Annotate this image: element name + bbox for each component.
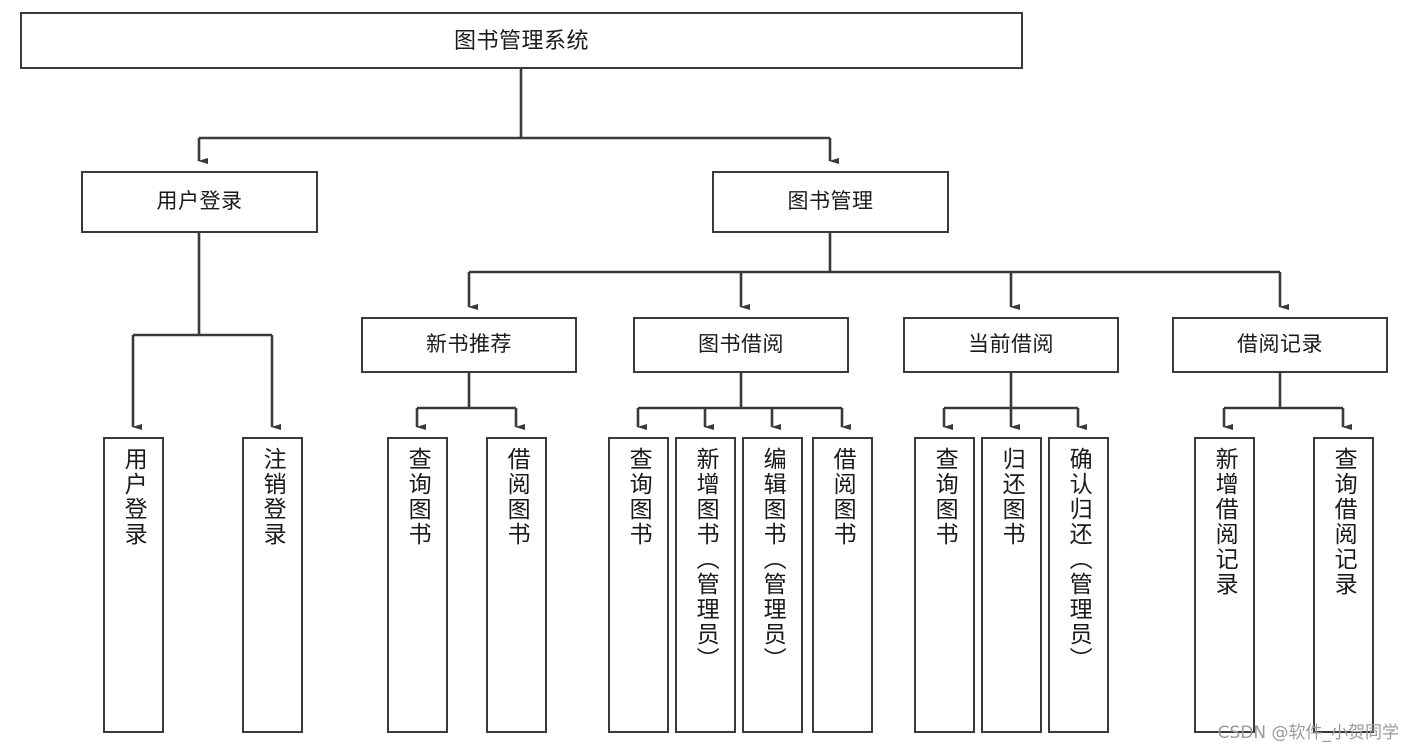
node-leaf-query-book-3-label: 查询图书 (932, 447, 959, 547)
node-leaf-query-book-2-label: 查询图书 (626, 447, 653, 547)
node-leaf-add-record-label: 新增借阅记录 (1212, 447, 1239, 597)
node-leaf-edit-book-label: 编辑图书（管理员） (760, 447, 787, 672)
node-book-manage[interactable]: 图书管理 (712, 171, 949, 233)
node-leaf-query-record[interactable]: 查询借阅记录 (1313, 437, 1374, 733)
node-leaf-user-login-label: 用户登录 (121, 447, 148, 547)
node-leaf-edit-book[interactable]: 编辑图书（管理员） (742, 437, 803, 733)
node-leaf-borrow-book-2-label: 借阅图书 (830, 447, 857, 547)
node-leaf-query-book-1-label: 查询图书 (405, 447, 432, 547)
node-leaf-query-book-2[interactable]: 查询图书 (608, 437, 669, 733)
node-borrow-record[interactable]: 借阅记录 (1172, 317, 1388, 373)
node-leaf-borrow-book-1[interactable]: 借阅图书 (486, 437, 547, 733)
node-new-book-rec[interactable]: 新书推荐 (361, 317, 577, 373)
node-root[interactable]: 图书管理系统 (20, 12, 1023, 69)
node-current-borrow[interactable]: 当前借阅 (903, 317, 1119, 373)
node-book-borrow[interactable]: 图书借阅 (633, 317, 849, 373)
node-leaf-return-book[interactable]: 归还图书 (981, 437, 1042, 733)
node-current-borrow-label: 当前借阅 (968, 332, 1054, 356)
node-new-book-rec-label: 新书推荐 (426, 332, 512, 356)
node-leaf-query-record-label: 查询借阅记录 (1331, 447, 1358, 597)
node-leaf-return-book-label: 归还图书 (999, 447, 1026, 547)
node-book-manage-label: 图书管理 (787, 189, 874, 213)
node-leaf-borrow-book-1-label: 借阅图书 (504, 447, 531, 547)
node-leaf-confirm-return-label: 确认归还（管理员） (1066, 447, 1093, 672)
node-leaf-query-book-1[interactable]: 查询图书 (387, 437, 448, 733)
node-borrow-record-label: 借阅记录 (1237, 332, 1323, 356)
node-leaf-logout-label: 注销登录 (260, 447, 287, 547)
node-leaf-add-record[interactable]: 新增借阅记录 (1194, 437, 1255, 733)
node-leaf-add-book-label: 新增图书（管理员） (693, 447, 720, 672)
node-leaf-confirm-return[interactable]: 确认归还（管理员） (1048, 437, 1109, 733)
node-leaf-add-book[interactable]: 新增图书（管理员） (675, 437, 736, 733)
node-user-login[interactable]: 用户登录 (81, 171, 318, 233)
node-leaf-user-login[interactable]: 用户登录 (103, 437, 164, 733)
node-leaf-query-book-3[interactable]: 查询图书 (914, 437, 975, 733)
node-book-borrow-label: 图书借阅 (698, 332, 784, 356)
node-leaf-borrow-book-2[interactable]: 借阅图书 (812, 437, 873, 733)
csdn-watermark: CSDN @软件_小贺同学 (1217, 723, 1399, 743)
node-user-login-label: 用户登录 (156, 189, 243, 213)
node-root-label: 图书管理系统 (453, 27, 589, 53)
node-leaf-logout[interactable]: 注销登录 (242, 437, 303, 733)
